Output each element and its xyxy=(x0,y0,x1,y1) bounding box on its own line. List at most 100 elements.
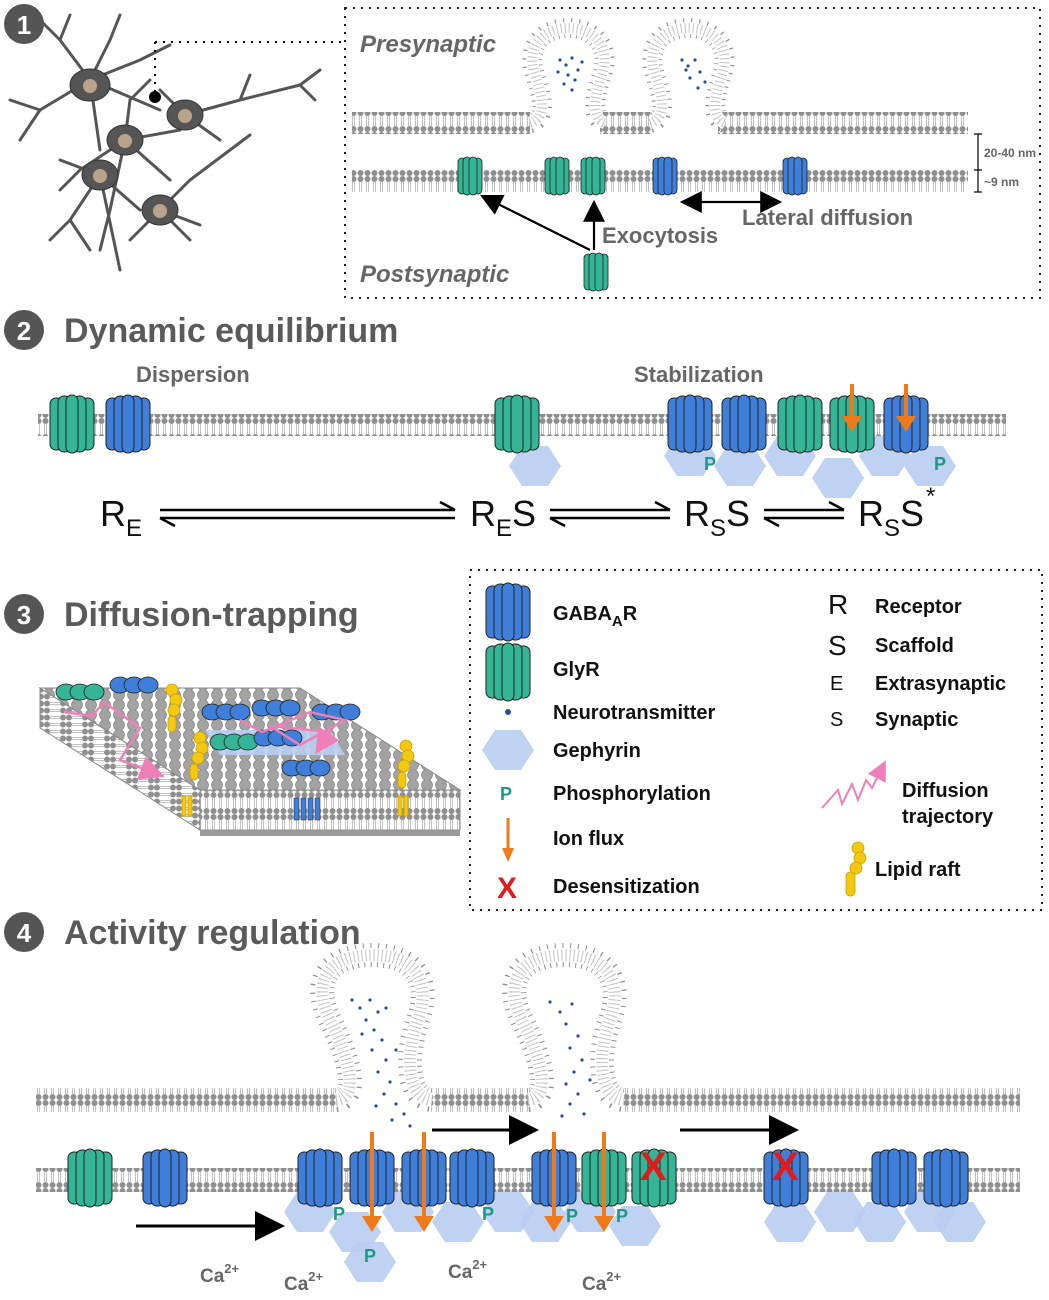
legend-synaptic-symbol: S xyxy=(830,709,843,731)
glyr-receptor xyxy=(580,156,606,196)
exocytosis-arrows xyxy=(480,195,605,251)
legend-gabaar-label: GABAAR xyxy=(553,603,638,630)
gephyrin-cluster-s4 xyxy=(284,1192,986,1282)
eq-rs-s-star-sub: S xyxy=(884,515,900,542)
eq-rs-s-sub: S xyxy=(710,515,726,542)
presynaptic-label: Presynaptic xyxy=(360,31,496,58)
exocytosis-label: Exocytosis xyxy=(602,223,718,248)
legend-gephyrin-label: Gephyrin xyxy=(553,740,641,762)
calcium-labels: Ca2+ Ca2+ Ca2+ Ca2+ xyxy=(200,1257,622,1295)
glyr-receptor xyxy=(457,156,483,196)
lateral-diffusion-label: Lateral diffusion xyxy=(742,205,913,230)
section-2-title: Dynamic equilibrium xyxy=(64,312,398,350)
eq-rs-s-star: R xyxy=(858,493,884,534)
receptors-3d xyxy=(55,676,361,821)
section-3-badge xyxy=(4,594,44,634)
synapse-dot xyxy=(149,91,161,103)
postsynaptic-label: Postsynaptic xyxy=(360,261,509,288)
eq-re-s-tail: S xyxy=(512,493,536,534)
legend-receptor-symbol: R xyxy=(828,589,848,620)
glyr-receptor xyxy=(49,394,95,454)
dimension-markers xyxy=(974,133,982,193)
section-1-badge xyxy=(4,4,44,44)
gabaar-receptor xyxy=(297,1148,343,1208)
eq-re-s-sub: E xyxy=(496,515,512,542)
section-4-number: 4 xyxy=(17,918,32,948)
legend-gephyrin-icon xyxy=(482,730,534,770)
section-3-title: Diffusion-trapping xyxy=(64,596,359,634)
eq-rs-s-star-tail: S xyxy=(900,493,924,534)
legend-glyr-label: GlyR xyxy=(553,659,600,681)
presynaptic-membrane-s4 xyxy=(36,942,1020,1112)
gabaar-receptor xyxy=(871,1148,917,1208)
eq-rs-s-tail: S xyxy=(726,493,750,534)
legend-synaptic-label: Synaptic xyxy=(875,709,958,731)
eq-star: * xyxy=(926,483,935,510)
membrane-width-label: ~9 nm xyxy=(984,175,1019,189)
legend-extrasynaptic-symbol: E xyxy=(830,673,843,695)
section-1-number: 1 xyxy=(17,10,31,40)
section-3-number: 3 xyxy=(17,600,31,630)
gabaar-receptor xyxy=(721,394,767,454)
glyr-receptor xyxy=(67,1148,113,1208)
stabilization-label: Stabilization xyxy=(634,362,764,387)
phosphorylation-mark: P xyxy=(616,1206,628,1226)
legend-desensitization-icon: X xyxy=(497,872,517,905)
legend-ion-flux-icon xyxy=(502,818,514,862)
presynaptic-membrane xyxy=(352,17,968,134)
phosphorylation-mark: P xyxy=(704,454,716,474)
legend-desensitization-label: Desensitization xyxy=(553,876,700,898)
legend-neurotransmitter-icon xyxy=(505,709,511,715)
phosphorylation-mark: P xyxy=(934,454,946,474)
neurotransmitter-dots-s1 xyxy=(556,56,707,92)
section-4-badge xyxy=(4,912,44,952)
diffusion-trajectories xyxy=(63,700,349,780)
legend-neurotransmitter-label: Neurotransmitter xyxy=(553,702,715,724)
cleft-width-label: 20-40 nm xyxy=(984,146,1036,160)
legend-glyr-icon xyxy=(485,642,531,702)
glyr-receptor-intracellular xyxy=(583,252,609,292)
eq-arrows-1 xyxy=(159,500,456,528)
gabaar-receptor xyxy=(449,1148,495,1208)
calcium-label: Ca2+ xyxy=(284,1269,324,1295)
eq-r-e-sub: E xyxy=(126,515,142,542)
section-4-title: Activity regulation xyxy=(64,914,361,952)
legend-gabaar-icon xyxy=(485,582,531,642)
legend-trajectory-icon xyxy=(821,760,886,809)
eq-re-s: R xyxy=(470,493,496,534)
section-1: 1 xyxy=(4,4,1041,299)
phosphorylation-mark: P xyxy=(566,1206,578,1226)
section-4: 4 Activity regulation xyxy=(4,912,1020,1295)
legend-phosphorylation-label: Phosphorylation xyxy=(553,783,711,805)
gabaar-receptor xyxy=(142,1148,188,1208)
eq-rs-s: R xyxy=(684,493,710,534)
desensitization-mark: X xyxy=(640,1145,667,1189)
eq-arrows-2 xyxy=(549,500,671,528)
gabaar-receptor xyxy=(652,156,678,196)
phosphorylation-mark: P xyxy=(482,1204,494,1224)
calcium-label: Ca2+ xyxy=(582,1269,622,1295)
eq-r-e: R xyxy=(100,493,126,534)
glyr-receptor xyxy=(494,394,540,454)
legend-extrasynaptic-label: Extrasynaptic xyxy=(875,673,1006,695)
lipid-rafts-3d xyxy=(165,683,415,817)
phosphorylation-mark: P xyxy=(364,1246,376,1266)
progression-arrows xyxy=(136,1115,799,1241)
postsynaptic-membrane-s4 xyxy=(36,1168,1020,1192)
legend-phosphorylation-icon: P xyxy=(500,784,512,804)
gabaar-receptor xyxy=(667,394,713,454)
section-3: 3 Diffusion-trapping xyxy=(4,594,462,836)
neurotransmitter-dots-s4 xyxy=(350,998,592,1128)
legend-receptor-label: Receptor xyxy=(875,596,962,618)
glyr-receptor xyxy=(544,156,570,196)
eq-arrows-3 xyxy=(763,500,845,528)
legend: GABAAR GlyR Neurotransmitter Gephyrin P … xyxy=(469,569,1043,911)
legend-lipid-raft-label: Lipid raft xyxy=(875,859,961,881)
section-2-number: 2 xyxy=(17,316,31,346)
legend-ion-flux-label: Ion flux xyxy=(553,828,624,850)
neuron-nuclei xyxy=(83,79,192,218)
ion-flux-arrows-s4 xyxy=(362,1132,614,1232)
phosphorylation-mark: P xyxy=(333,1204,345,1224)
synapse-zoom-frame xyxy=(344,7,1041,299)
